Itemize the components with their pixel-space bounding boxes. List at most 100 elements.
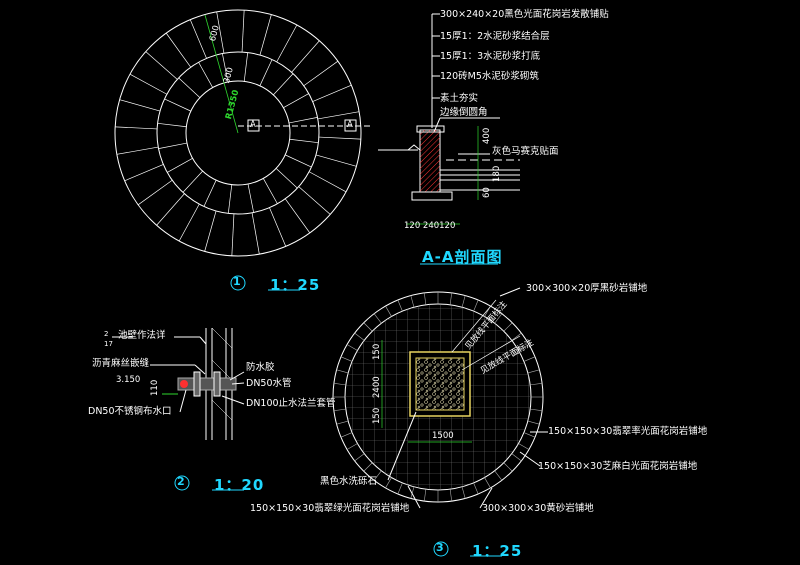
radial-joint-line (241, 10, 245, 53)
note-white-granite: 150×150×30芝麻白光面花岗岩铺地 (538, 461, 698, 472)
radial-joint-line (156, 193, 185, 226)
radial-joint-line (198, 62, 213, 88)
dim-bottom-label: 120 240120 (404, 221, 456, 231)
radial-joint-line (423, 489, 427, 502)
radial-joint-line (259, 14, 272, 56)
radial-joint-line (178, 203, 200, 242)
note-pipe: DN50水管 (246, 378, 292, 389)
note-wall: 池壁作法详 (118, 330, 166, 341)
mosaic-note: 灰色马赛克贴面 (492, 146, 559, 157)
dim-60-label: 60 (482, 187, 492, 198)
note-green-granite-bottom: 150×150×30翡翠绿光面花岗岩铺地 (250, 503, 410, 514)
title-2-circle (174, 475, 190, 491)
radial-joint-line (354, 453, 365, 462)
radial-joint-line (397, 482, 403, 495)
radial-joint-line (189, 19, 207, 59)
drawing-1-plan (114, 9, 373, 257)
note-outlet: DN50不锈钢布水口 (88, 406, 172, 417)
radial-joint-line (449, 489, 453, 502)
radial-joint-line (461, 486, 466, 499)
radial-joint-line (346, 344, 358, 351)
radial-joint-line (333, 408, 346, 412)
radial-joint-line (473, 482, 479, 495)
radial-joint-line (276, 24, 298, 63)
radial-joint-line (291, 40, 320, 73)
radial-joint-line (298, 186, 331, 215)
radial-joint-line (333, 382, 346, 386)
radial-joint-line (308, 171, 347, 193)
title-1-circle (230, 275, 246, 291)
radial-joint-line (158, 142, 188, 149)
radial-joint-line (527, 369, 540, 374)
radial-joint-line (222, 53, 229, 83)
radial-joint-line (511, 453, 522, 462)
title-3-circle (433, 541, 449, 557)
radial-joint-line (410, 486, 415, 499)
radial-joint-line (283, 93, 309, 108)
radial-joint-line (461, 295, 466, 308)
title-3-scale: 1：25 (472, 542, 523, 560)
radial-joint-line (318, 136, 361, 140)
title-3-number: 3 (436, 541, 445, 554)
radial-joint-line (312, 84, 352, 102)
layer-label-4: 120砖M5水泥砂浆砌筑 (440, 71, 539, 82)
radial-joint-line (527, 420, 540, 425)
radial-joint-line (115, 126, 158, 130)
radial-joint-line (511, 332, 522, 341)
radial-joint-line (116, 146, 159, 155)
radial-joint-line (231, 213, 235, 256)
radial-joint-line (317, 111, 360, 120)
radial-joint-line (284, 198, 311, 234)
note-green-granite-right: 150×150×30翡翠率光面花岗岩铺地 (548, 426, 708, 437)
radial-joint-line (373, 470, 382, 481)
note-asphalt: 沥青麻丝嵌缝 (92, 358, 150, 369)
radial-joint-line (119, 99, 161, 112)
title-2-scale: 1：20 (214, 476, 265, 494)
radial-joint-line (164, 98, 191, 112)
radial-joint-line (473, 299, 479, 312)
radial-joint-line (423, 292, 427, 305)
radial-joint-line (145, 51, 178, 80)
radial-joint-line (484, 477, 491, 489)
radial-joint-line (530, 408, 543, 412)
title-1-scale: 1：25 (270, 276, 321, 294)
radial-joint-line (273, 73, 294, 96)
dim-110-label: 110 (150, 379, 160, 396)
radial-joint-line (518, 344, 530, 351)
drawing-3-plan (332, 287, 548, 509)
radial-joint-line (336, 369, 349, 374)
dim-150b-label: 150 (372, 407, 382, 424)
radial-joint-line (303, 60, 339, 87)
section-title: A-A剖面图 (422, 248, 503, 266)
title-1-number: 1 (233, 275, 242, 288)
radial-joint-line (530, 382, 543, 386)
radial-joint-line (182, 170, 203, 193)
radial-joint-line (203, 180, 217, 207)
note-ref: 2 (104, 330, 109, 338)
layer-label-5: 素土夯实 (440, 93, 479, 104)
radial-joint-line (157, 122, 187, 128)
edge-note: 边缘倒圆角 (440, 107, 488, 118)
layer-label-1: 300×240×20黑色光面花岗岩发散铺贴 (440, 9, 609, 20)
radial-joint-line (373, 313, 382, 324)
dim-180-label: 180 (492, 165, 502, 182)
radial-joint-line (227, 184, 233, 214)
radial-joint-line (167, 158, 193, 173)
radial-joint-line (363, 322, 373, 332)
radial-joint-line (354, 332, 365, 341)
radial-joint-line (340, 356, 353, 362)
radial-joint-line (251, 212, 260, 255)
radial-joint-line (178, 77, 201, 98)
note-yellow-sandstone: 300×300×30黄砂岩铺地 (482, 503, 594, 514)
radial-joint-line (346, 443, 358, 450)
elevation-label: 3.150 (116, 375, 141, 385)
radial-joint-line (503, 462, 513, 472)
radial-joint-line (124, 164, 164, 182)
radial-joint-line (129, 73, 168, 95)
radial-joint-line (494, 470, 503, 481)
radial-joint-line (523, 356, 536, 362)
radial-joint-line (410, 295, 415, 308)
radial-joint-line (385, 477, 392, 489)
